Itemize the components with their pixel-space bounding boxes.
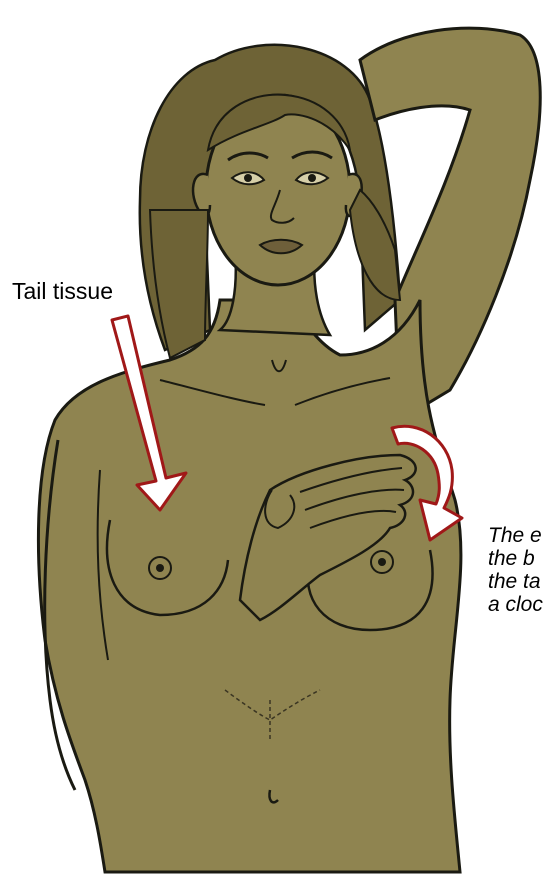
hand-finger-lines (299, 467, 405, 529)
hair-left-strand (148, 209, 210, 360)
caption-line-2: the b (488, 547, 535, 570)
right-breast (306, 549, 434, 632)
nose (270, 189, 295, 224)
collarbone-right (294, 377, 391, 406)
hair-right-strand (348, 188, 402, 302)
left-pupil (244, 174, 252, 182)
left-arm (43, 439, 77, 791)
navel (268, 789, 279, 804)
left-breast (105, 519, 230, 617)
right-eyebrow (291, 150, 333, 160)
hair-fringe (206, 93, 351, 153)
abdomen-line (224, 689, 321, 740)
left-nipple-center (156, 564, 164, 572)
mouth (258, 238, 304, 255)
right-pupil (308, 174, 316, 182)
examining-hand (238, 453, 417, 622)
caption-line-3: the ta (488, 570, 541, 593)
exam-caption: The e the b the ta a cloc (488, 524, 543, 616)
right-nipple-center (378, 558, 386, 566)
caption-line-4: a cloc (488, 593, 543, 616)
clockwise-arc-arrow-icon (390, 424, 464, 542)
hand-thumb (264, 489, 296, 530)
left-arm-inner (96, 469, 109, 661)
left-eyebrow (227, 151, 269, 162)
tail-tissue-label: Tail tissue (12, 278, 113, 304)
sternal-notch (271, 359, 287, 373)
tail-tissue-arrow-icon (110, 314, 188, 512)
collarbone-left (159, 379, 266, 406)
caption-line-1: The e (488, 524, 542, 547)
